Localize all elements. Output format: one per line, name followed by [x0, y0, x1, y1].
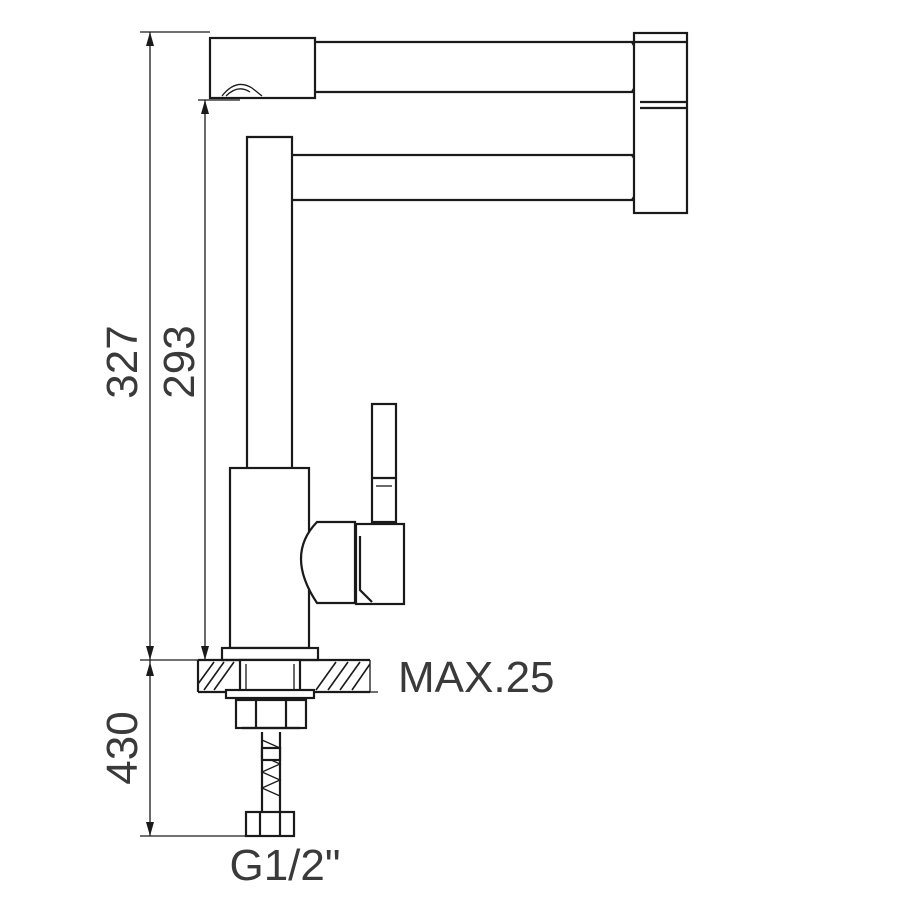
braided-hose [260, 732, 282, 812]
dimension-327-line [140, 31, 210, 660]
threaded-shank [224, 658, 316, 730]
dimension-293-label: 293 [155, 325, 204, 398]
dimension-max-thickness-label: MAX.25 [398, 653, 555, 702]
dimension-430-label: 430 [98, 711, 147, 784]
lower-spout-arm [285, 153, 642, 202]
riser-pipe [245, 135, 294, 468]
dimension-293-line [198, 99, 240, 660]
lever-handle [299, 402, 406, 606]
swivel-joint [632, 31, 689, 215]
thread-size-label: G1/2" [229, 841, 340, 890]
dimension-max-thickness-line [312, 660, 378, 693]
faucet-body [228, 466, 311, 650]
base-flange [220, 646, 320, 662]
dimension-327-label: 327 [98, 325, 147, 398]
hose-connector-nut [244, 810, 296, 838]
upper-spout-arm [208, 36, 642, 100]
